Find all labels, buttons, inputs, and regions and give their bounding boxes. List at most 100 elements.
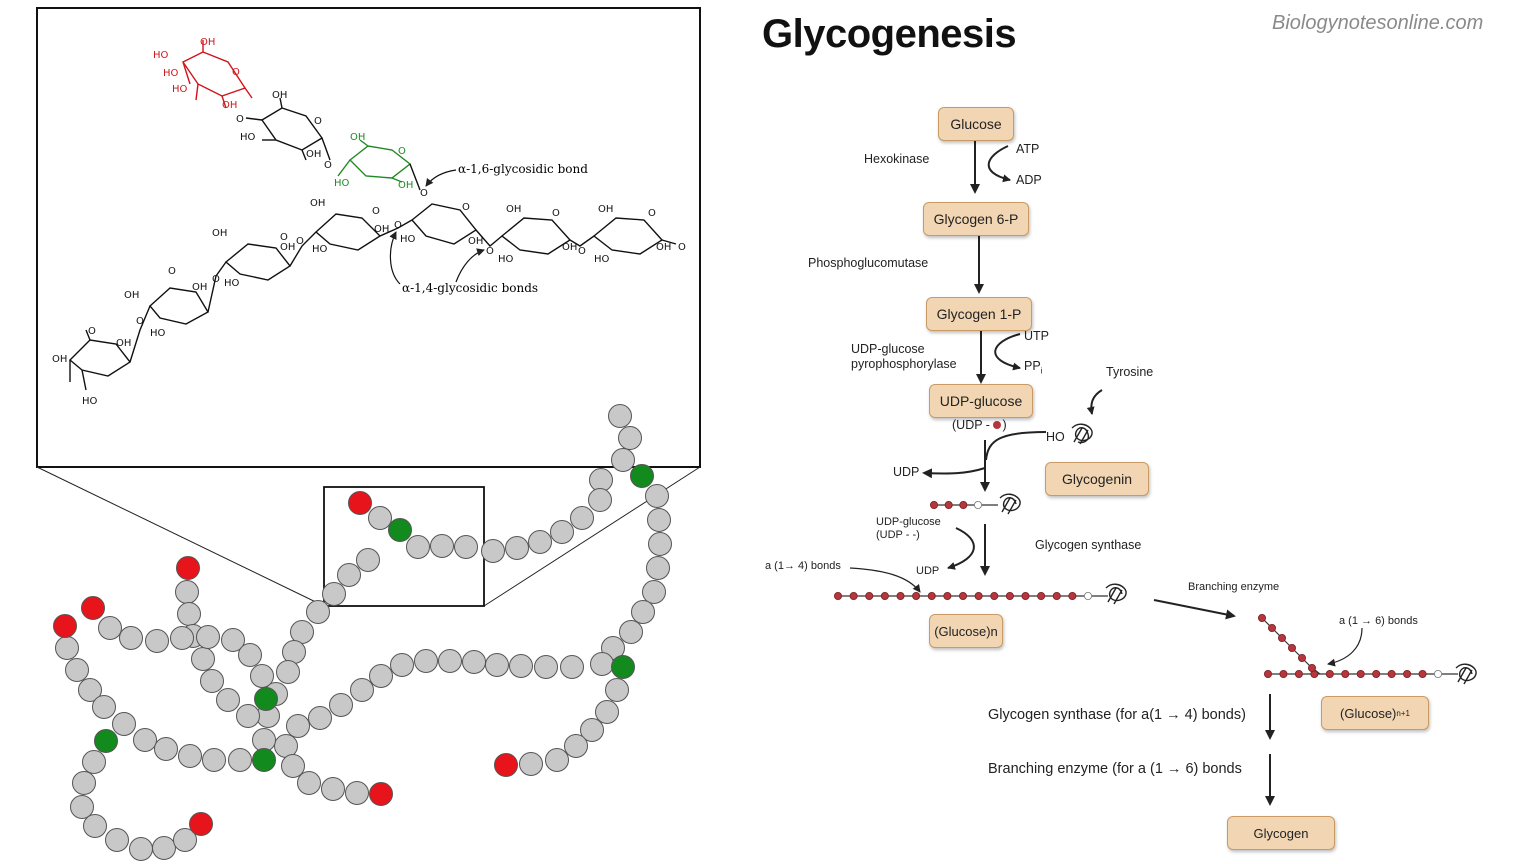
glucose-n-chain-residue	[943, 592, 952, 601]
glucose-bead	[369, 664, 393, 688]
g1p-box: Glycogen 1-P	[926, 297, 1032, 331]
glucose-bead	[175, 580, 199, 604]
glucose-n-chain-residue	[927, 592, 936, 601]
glucose-bead	[345, 781, 369, 805]
svg-text:OH: OH	[192, 282, 207, 293]
udp-glucose-input-label-2: (UDP - -)	[876, 529, 920, 541]
glucose-bead	[105, 828, 129, 852]
glucose-n-chain-residue	[1037, 592, 1046, 601]
svg-text:O: O	[88, 326, 96, 337]
glucose-n1-chain-residue	[1403, 670, 1412, 679]
svg-text:OH: OH	[506, 204, 521, 215]
glucose-bead	[321, 777, 345, 801]
branch-residue	[1288, 644, 1297, 653]
glucose-bead	[65, 658, 89, 682]
glucose-bead	[438, 649, 462, 673]
glycogen-synthase-label: Glycogen synthase	[1035, 538, 1142, 552]
pathway-arrows	[849, 140, 1363, 806]
glucose-n-chain-residue	[990, 592, 999, 601]
glucose-bead	[133, 728, 157, 752]
glucose-bead	[98, 616, 122, 640]
glucose-bead	[228, 748, 252, 772]
glucose-bead	[350, 678, 374, 702]
svg-text:HO: HO	[224, 278, 240, 289]
svg-text:HO: HO	[82, 396, 98, 407]
svg-text:OH: OH	[310, 198, 325, 209]
glucose-bead	[55, 636, 79, 660]
hexokinase-label: Hexokinase	[864, 152, 930, 166]
glucose-bead	[152, 836, 176, 860]
glucose-bead	[545, 748, 569, 772]
glucose-n-box: (Glucose)n	[929, 614, 1003, 648]
glucose-bead	[390, 653, 414, 677]
glucose-bead	[83, 814, 107, 838]
branch-point-bead	[254, 687, 278, 711]
glucose-n1-chain-residue	[1294, 670, 1303, 679]
glucose-n1-chain-residue	[1434, 670, 1443, 679]
terminal-bead	[369, 782, 393, 806]
glucose-n-chain-residue	[974, 592, 983, 601]
glucose-n-chain-residue	[834, 592, 843, 601]
svg-text:O: O	[398, 146, 406, 157]
glucose-bead	[509, 654, 533, 678]
svg-text:O: O	[372, 206, 380, 217]
glucose-bead	[454, 535, 478, 559]
glucose-n1-chain-residue	[1341, 670, 1350, 679]
glucose-bead	[308, 706, 332, 730]
glucose-n-chain-residue	[959, 592, 968, 601]
terminal-bead	[348, 491, 372, 515]
glucose-n1-chain-residue	[1264, 670, 1273, 679]
svg-text:OH: OH	[52, 354, 67, 365]
svg-text:O: O	[212, 274, 220, 285]
svg-text:O: O	[678, 242, 686, 253]
glucose-n1-subscript: n+1	[1396, 708, 1410, 718]
primer-chain-residue	[974, 500, 983, 509]
svg-text:O: O	[136, 316, 144, 327]
ppi-subscript: i	[1040, 366, 1043, 376]
red-glucose-unit	[181, 40, 253, 109]
udp-tag-open: (UDP -	[952, 418, 994, 432]
glucose-bead	[196, 625, 220, 649]
svg-text:OH: OH	[398, 180, 413, 191]
svg-text:OH: OH	[280, 242, 295, 253]
glucose-bead	[605, 678, 629, 702]
glucose-bead	[112, 712, 136, 736]
glucose-bead	[611, 448, 635, 472]
glucose-bead	[462, 650, 486, 674]
glycogen-box: Glycogen	[1227, 816, 1335, 850]
glucose-n-chain-residue	[1005, 592, 1014, 601]
udp-ppase-label-1: UDP-glucose	[851, 342, 925, 356]
glucose-bead	[202, 748, 226, 772]
glucose-bead	[356, 548, 380, 572]
svg-text:O: O	[394, 220, 402, 231]
glucose-n1-chain-residue	[1387, 670, 1396, 679]
glucose-bead	[282, 640, 306, 664]
terminal-bead	[494, 753, 518, 777]
glucose-bead	[619, 620, 643, 644]
terminal-bead	[81, 596, 105, 620]
tyrosine-label: Tyrosine	[1106, 365, 1154, 379]
svg-text:O: O	[168, 266, 176, 277]
glucose-bead	[337, 563, 361, 587]
glucose-bead	[430, 534, 454, 558]
glucose-n-chain-residue	[849, 592, 858, 601]
alpha16-bond-label: α-1,6-glycosidic bond	[458, 162, 588, 176]
udp-out-label: UDP	[893, 465, 920, 479]
utp-label: UTP	[1024, 329, 1049, 343]
primer-chain-residue	[944, 500, 953, 509]
svg-text:O: O	[462, 202, 470, 213]
svg-text:HO: HO	[172, 84, 188, 95]
glucose-bead	[580, 718, 604, 742]
bonds16-label: a (1 → 6) bonds	[1339, 615, 1418, 627]
glucose-bead	[82, 750, 106, 774]
glucose-bead	[286, 714, 310, 738]
phosphoglucomutase-label: Phosphoglucomutase	[808, 256, 929, 270]
svg-text:OH: OH	[116, 338, 131, 349]
glucose-bead	[645, 484, 669, 508]
glucose-bead	[276, 660, 300, 684]
glucose-chains	[834, 500, 1458, 679]
udp-glucose-input-label-1: UDP-glucose	[876, 516, 941, 528]
udp-dot	[993, 421, 1001, 429]
svg-text:HO: HO	[594, 254, 610, 265]
glucose-n-chain-residue	[912, 592, 921, 601]
